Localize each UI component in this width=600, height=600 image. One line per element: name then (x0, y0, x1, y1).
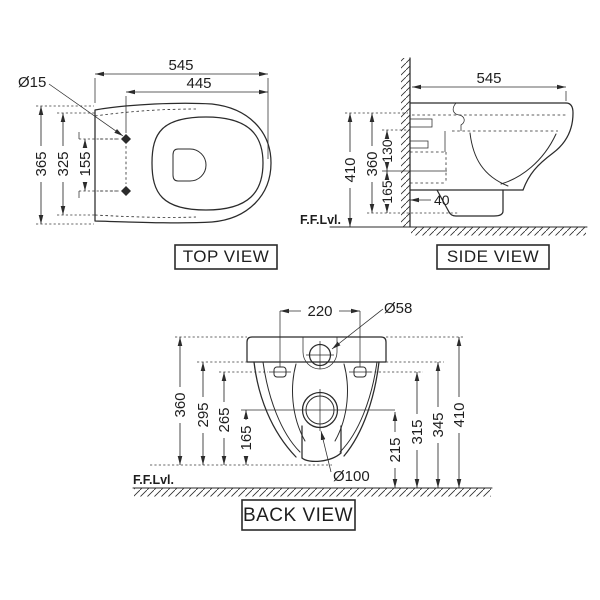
top-view-label: TOP VIEW (183, 247, 270, 266)
mounting-hole-top (121, 134, 131, 144)
side-view-label-box (436, 244, 550, 270)
bowl-side-left (253, 361, 297, 458)
seat-hinge (452, 102, 465, 131)
dim-325: 325 (55, 151, 72, 176)
dim-360-side: 360 (364, 151, 381, 176)
top-view-label-box (174, 244, 278, 270)
water-spot (172, 148, 207, 182)
dim-outlet-diameter: Ø100 (333, 468, 370, 485)
back-view-label-box (241, 499, 356, 531)
leader-inlet (331, 308, 384, 350)
dim-back-295: 295 (195, 402, 212, 427)
dim-back-410: 410 (451, 402, 468, 427)
dim-155: 155 (77, 151, 94, 176)
dim-back-165: 165 (238, 425, 255, 450)
wing-right-inner (334, 363, 348, 442)
dim-40-side: 40 (434, 192, 450, 208)
bowl-inner-back (469, 132, 509, 187)
dim-220: 220 (307, 303, 332, 320)
wall-hatch (401, 58, 410, 227)
leader-hole (48, 83, 124, 137)
dim-back-360: 360 (172, 392, 189, 417)
outlet-pipe-bottom (301, 452, 342, 463)
dim-back-315: 315 (409, 419, 426, 444)
bowl-side-right (343, 361, 380, 457)
dim-410-side: 410 (342, 157, 359, 182)
side-view: F.F.Lvl. 545 410 360 130 165 (300, 57, 588, 270)
outlet-trap (436, 189, 504, 217)
floor-hatch (411, 227, 586, 236)
back-view: 220 Ø58 Ø100 360 295 265 165 215 31 (132, 300, 493, 531)
dim-130-side: 130 (379, 139, 395, 163)
dim-back-215: 215 (387, 437, 404, 462)
dim-hole-diameter: Ø15 (18, 74, 46, 91)
dim-545-top: 545 (168, 57, 193, 74)
bowl-hidden-edge-bottom (94, 214, 197, 218)
mount-box-outline (246, 336, 387, 363)
dim-back-265: 265 (216, 407, 233, 432)
dim-545-side: 545 (476, 70, 501, 87)
seat-opening (151, 116, 264, 211)
floor-level-label-back: F.F.Lvl. (133, 473, 174, 487)
dim-165-side: 165 (379, 180, 395, 204)
wing-left-inner (292, 363, 306, 442)
mounting-hole-bottom (121, 186, 131, 196)
dim-back-345: 345 (430, 412, 447, 437)
dim-445: 445 (186, 75, 211, 92)
leader-outlet (320, 430, 332, 473)
toilet-outline-top (94, 102, 272, 224)
dim-inlet-diameter: Ø58 (384, 300, 412, 317)
floor-level-label: F.F.Lvl. (300, 213, 341, 227)
bowl-hidden-edge-top (94, 108, 197, 117)
bowl-inner-front (500, 133, 557, 185)
dim-365: 365 (33, 151, 50, 176)
wing-left-outer (262, 361, 301, 453)
wing-right-outer (339, 361, 378, 453)
top-view: 545 445 Ø15 365 325 155 TOP VIEW (18, 57, 278, 270)
bracket-step (410, 118, 433, 128)
toilet-front-profile (522, 102, 574, 191)
ground-hatch (134, 488, 491, 497)
back-view-label: BACK VIEW (243, 505, 353, 526)
side-view-label: SIDE VIEW (447, 247, 539, 266)
bracket-step (410, 140, 429, 149)
